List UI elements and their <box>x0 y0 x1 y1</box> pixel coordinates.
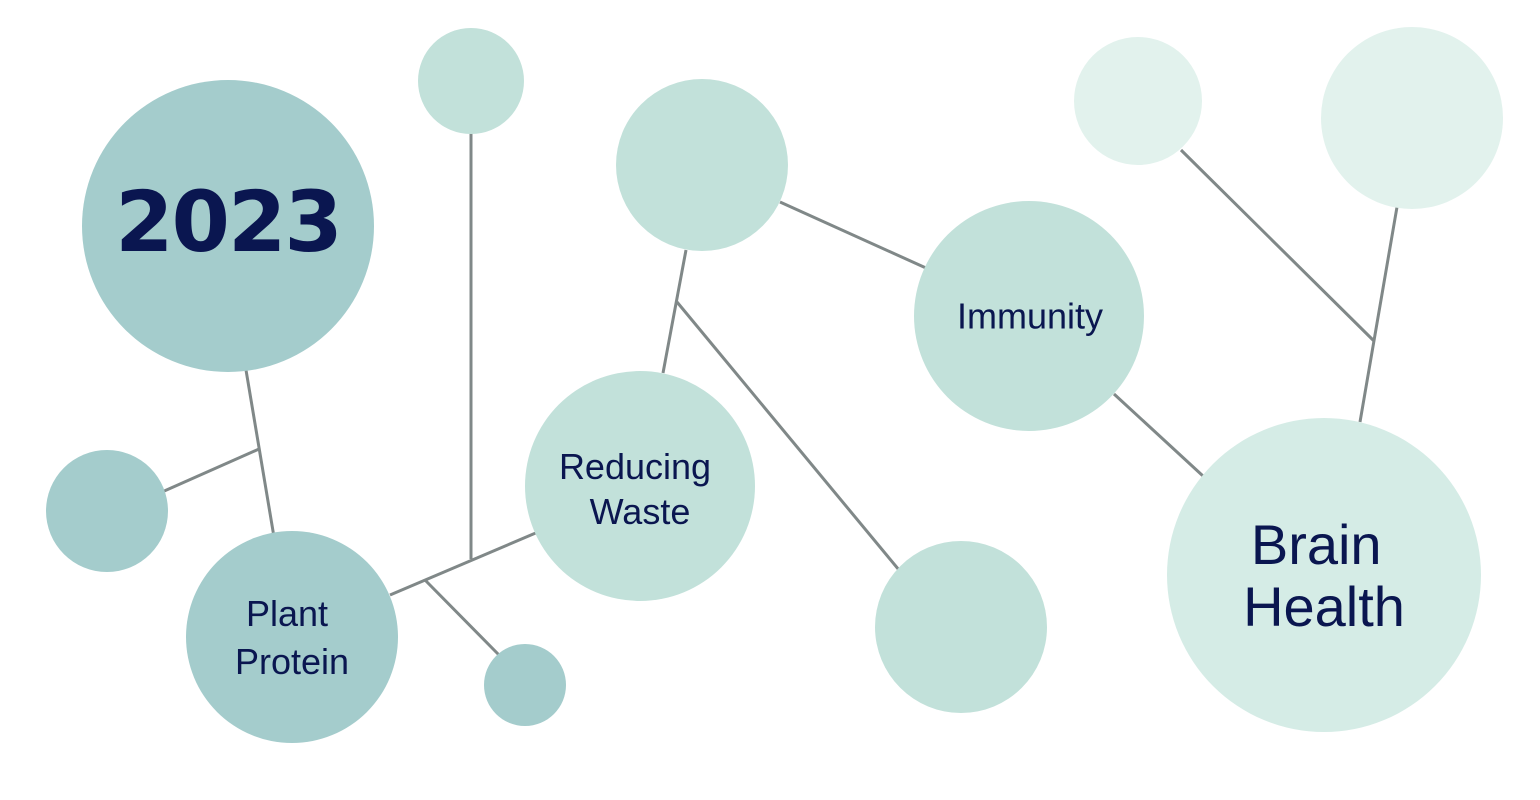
label-immunity: Immunity <box>957 296 1103 337</box>
connector-brain-health-upper-left-node <box>1179 148 1376 343</box>
label-reducing-waste-line-1: Reducing <box>559 446 711 487</box>
node-lower-middle <box>875 541 1047 713</box>
label-plant-protein: Plant Protein <box>235 593 349 682</box>
labels: 2023 Plant Protein Reducing Waste Immuni… <box>115 173 1405 682</box>
label-plant-protein-line-2: Protein <box>235 641 349 682</box>
connector-small-left-node <box>161 447 260 494</box>
connector-to-lower-middle-node <box>675 301 901 571</box>
connector-reducing-waste-upper-node <box>661 249 688 374</box>
node-upper-right-small <box>1074 37 1202 165</box>
label-brain-health-line-1: Brain <box>1251 513 1382 576</box>
node-small-left <box>46 450 168 572</box>
node-2023 <box>82 80 374 372</box>
connector-upper-node-immunity <box>779 200 927 270</box>
label-reducing-waste: Reducing Waste <box>559 446 721 532</box>
node-brain-health <box>1167 418 1481 732</box>
connector-lines <box>161 133 1399 658</box>
connector-brain-health-right-node <box>1358 206 1399 423</box>
node-reducing-waste <box>525 371 755 601</box>
connector-bottom-small-node <box>423 578 502 658</box>
label-brain-health-line-2: Health <box>1243 575 1405 638</box>
label-brain-health: Brain Health <box>1243 513 1405 638</box>
connector-plant-protein-reducing-waste <box>389 530 539 597</box>
nodes <box>46 27 1503 743</box>
label-plant-protein-line-1: Plant <box>246 593 328 634</box>
node-bottom-small <box>484 644 566 726</box>
node-upper-middle <box>616 79 788 251</box>
connector-immunity-brain-health <box>1112 392 1205 478</box>
node-immunity <box>914 201 1144 431</box>
year-label: 2023 <box>115 173 341 271</box>
label-reducing-waste-line-2: Waste <box>590 491 691 532</box>
node-plant-protein <box>186 531 398 743</box>
connector-2023-plant-protein <box>244 369 276 538</box>
node-top-small <box>418 28 524 134</box>
node-upper-right-large <box>1321 27 1503 209</box>
